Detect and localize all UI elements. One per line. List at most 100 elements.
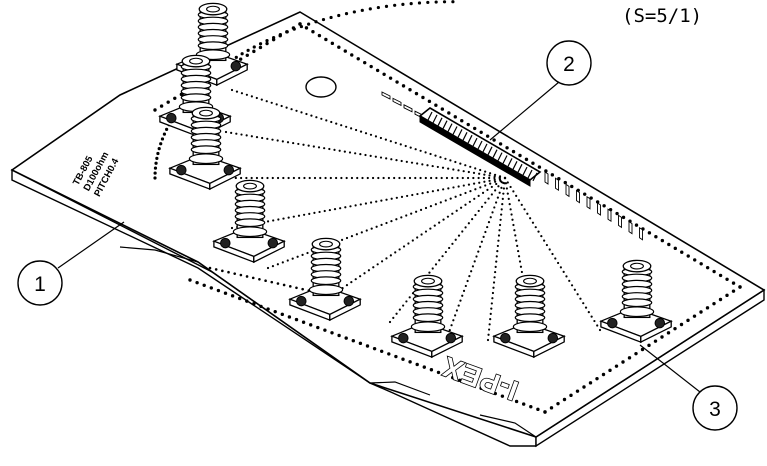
trace-dot [496, 244, 499, 248]
via-dot [479, 130, 483, 134]
via-dot [699, 310, 703, 314]
trace-dot [548, 248, 551, 251]
trace-dot [389, 254, 392, 257]
trace-dot [302, 143, 305, 146]
trace-dot [484, 230, 487, 234]
trace-dot [424, 230, 428, 233]
trace-dot [559, 266, 562, 269]
trace-dot [434, 263, 438, 266]
connector-pad-row [544, 171, 643, 241]
trace-dot [230, 226, 234, 230]
via-dot [562, 397, 567, 402]
via-dot [575, 389, 580, 393]
trace-dot [328, 208, 331, 212]
trace-dot [345, 176, 348, 180]
trace-dot [384, 138, 387, 141]
via-dot [166, 100, 170, 104]
trace-dot [474, 167, 477, 170]
trace-dot [495, 182, 498, 186]
via-dot [287, 315, 292, 319]
via-dot [460, 118, 464, 123]
trace-dot [323, 209, 326, 213]
trace-dot [515, 239, 518, 242]
connector-pin [527, 169, 533, 179]
sma-screw [176, 164, 187, 176]
via-dot [666, 331, 671, 335]
via-dot [258, 45, 263, 50]
trace-dot [338, 149, 341, 152]
via-dot [595, 200, 600, 204]
via-dot [337, 45, 341, 49]
trace-dot [324, 176, 327, 180]
trace-dot [359, 275, 362, 278]
trace-dot [500, 213, 503, 216]
trace-dot [429, 152, 432, 156]
connector-pin [432, 114, 438, 124]
trace-dot [382, 176, 385, 180]
via-dot [417, 1, 422, 5]
via-dot [323, 328, 327, 332]
via-dot [375, 68, 380, 73]
trace-dot [448, 246, 451, 250]
trace-dot [400, 195, 404, 198]
trace-dot [364, 202, 368, 205]
sma-screw [398, 332, 409, 344]
via-dot [507, 397, 512, 401]
via-dot [238, 296, 242, 301]
trace-dot [224, 130, 228, 134]
trace-dot [442, 188, 445, 191]
via-dot [343, 49, 347, 53]
via-dot [647, 231, 652, 235]
trace-dot [424, 176, 427, 180]
via-dot [165, 127, 169, 132]
via-dot [436, 370, 441, 375]
via-dot [673, 246, 677, 251]
via-dot [358, 341, 363, 346]
trace-dot [261, 136, 264, 140]
trace-dot [426, 164, 429, 167]
sma-screw [296, 295, 307, 307]
trace-dot [576, 293, 579, 296]
trace-dot [593, 319, 596, 323]
trace-dot [442, 218, 445, 221]
trace-dot [459, 193, 462, 196]
via-dot [718, 297, 723, 302]
trace-dot [502, 187, 506, 190]
via-dot [427, 99, 432, 104]
connector-pin [447, 123, 453, 132]
trace-dot [459, 299, 462, 302]
trace-dot [494, 189, 497, 192]
via-dot [582, 385, 586, 389]
via-dot [731, 289, 736, 293]
via-dot [563, 180, 567, 185]
via-dot [442, 0, 447, 4]
sma-connectors [158, 2, 673, 359]
trace-dot [491, 291, 495, 295]
trace-dot [517, 249, 520, 253]
connector-pad [628, 220, 633, 235]
trace-dot [451, 242, 454, 245]
via-dot [543, 410, 547, 414]
via-dot [569, 393, 573, 398]
trace-dot [501, 197, 504, 201]
via-dot [705, 306, 710, 310]
trace-dot [493, 178, 496, 181]
trace-dot [335, 176, 338, 180]
trace-dot [483, 173, 486, 176]
sma-thread [180, 93, 212, 103]
sma-thread [234, 218, 266, 228]
via-dot [273, 309, 277, 314]
trace-dot [250, 135, 253, 138]
via-dot [265, 39, 269, 43]
trace-dot [497, 239, 500, 242]
trace-dot [435, 176, 438, 180]
trace-dot [573, 288, 576, 291]
trace-dot [515, 194, 518, 197]
trace-dot [501, 203, 504, 206]
via-dot [221, 269, 224, 273]
trace-dot [403, 176, 406, 180]
trace-dot [492, 281, 496, 284]
trace-dot [500, 186, 503, 189]
via-dot [705, 265, 710, 270]
trace-dot [540, 235, 543, 238]
